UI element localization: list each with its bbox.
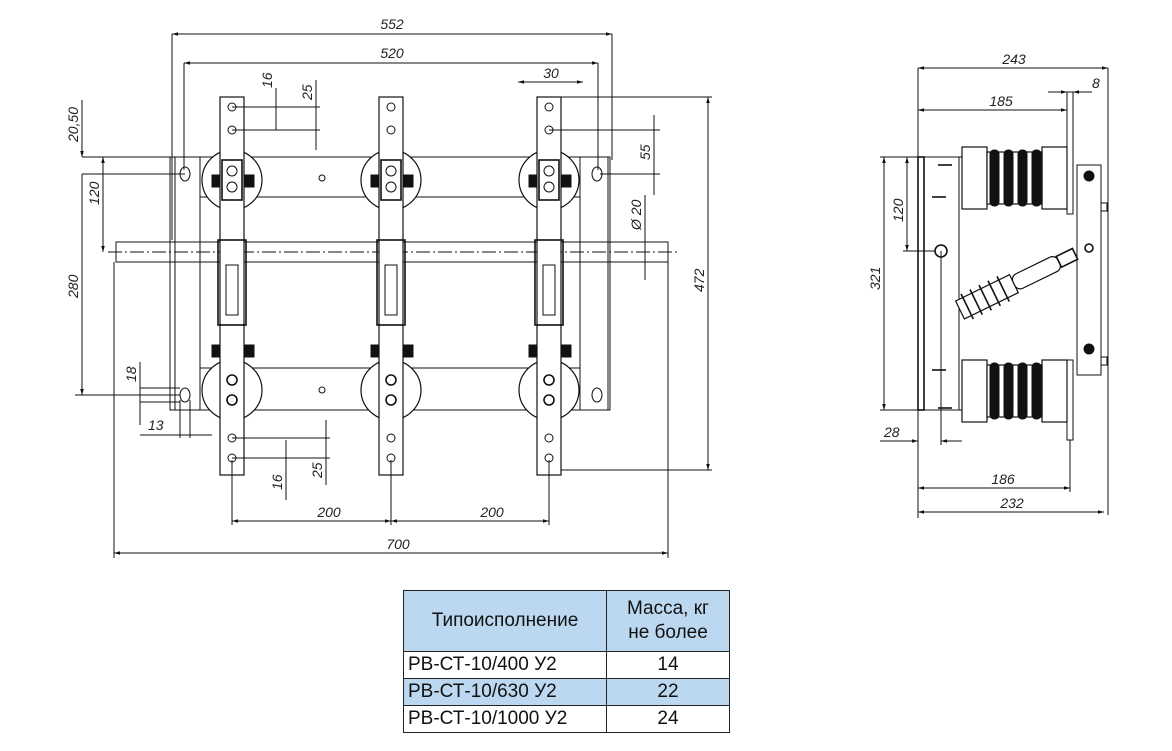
bottom-insulator (961, 359, 1068, 423)
pole-3 (518, 96, 580, 476)
header-mass-line2: не более (628, 622, 708, 643)
dim-mount-hole-offset: 55 (637, 144, 653, 160)
technical-drawing: 552 520 16 25 30 20,50 120 280 18 (65, 16, 1109, 558)
side-dim-plate-thickness: 8 (1092, 75, 1100, 91)
dim-blade-width: 30 (543, 65, 559, 81)
side-dim-hole-offset: 28 (883, 424, 900, 440)
header-type: Типоисполнение (403, 590, 607, 652)
drive-rod-insulator (954, 247, 1079, 320)
row-type: РВ-СТ-10/400 У2 (403, 651, 607, 679)
table-row: РВ-СТ-10/630 У2 22 (403, 678, 730, 706)
table-header-row: Типоисполнение Масса, кг не более (403, 590, 730, 652)
top-insulator (961, 146, 1068, 210)
row-type: РВ-СТ-10/1000 У2 (403, 705, 607, 733)
dim-hole-spacing-bottom: 16 (269, 474, 285, 490)
side-dim-base-width: 232 (999, 495, 1024, 511)
table-row: РВ-СТ-10/1000 У2 24 (403, 705, 730, 733)
pivot-icon (1083, 343, 1095, 355)
dim-overall-width: 552 (380, 16, 404, 32)
mount-slot-icon (591, 387, 603, 403)
dim-shaft-to-slot: 280 (65, 274, 81, 299)
dim-slot-width: 13 (148, 417, 164, 433)
dim-hole-offset-top: 25 (299, 84, 315, 101)
side-dim-overall-height: 321 (867, 267, 883, 290)
row-mass: 22 (606, 678, 730, 706)
side-dim-overall-width: 243 (1001, 51, 1026, 67)
pole-1 (201, 96, 263, 476)
side-dim-bottom-reach: 186 (991, 471, 1015, 487)
dim-slot-height: 18 (123, 366, 139, 382)
dim-hole-spacing-top: 16 (259, 72, 275, 88)
dim-overall-height: 472 (691, 268, 707, 292)
dim-hole-offset-bottom: 25 (309, 462, 325, 479)
row-mass: 24 (606, 705, 730, 733)
row-mass: 14 (606, 651, 730, 679)
table-row: РВ-СТ-10/400 У2 14 (403, 651, 730, 679)
front-view: 552 520 16 25 30 20,50 120 280 18 (65, 16, 712, 558)
mount-slot-icon (179, 387, 191, 403)
header-mass-line1: Масса, кг (627, 598, 709, 619)
pole-2 (360, 96, 422, 476)
dim-shaft-diameter: Ø 20 (628, 199, 644, 231)
dim-mount-hole-height: 120 (86, 181, 102, 205)
dim-frame-width: 520 (380, 45, 404, 61)
mass-table: Типоисполнение Масса, кг не более РВ-СТ-… (403, 590, 730, 733)
pivot-icon (1083, 170, 1095, 182)
dim-shaft-length: 700 (386, 536, 410, 552)
side-dim-insulator-reach: 185 (989, 93, 1013, 109)
dim-edge-offset: 20,50 (65, 107, 81, 143)
side-view: 243 8 185 120 321 28 186 232 (867, 51, 1109, 518)
header-mass: Масса, кг не более (606, 590, 730, 652)
dim-pole-pitch-right: 200 (479, 504, 504, 520)
dim-pole-pitch-left: 200 (316, 504, 341, 520)
row-type: РВ-СТ-10/630 У2 (403, 678, 607, 706)
side-dim-hole-height: 120 (890, 198, 906, 222)
